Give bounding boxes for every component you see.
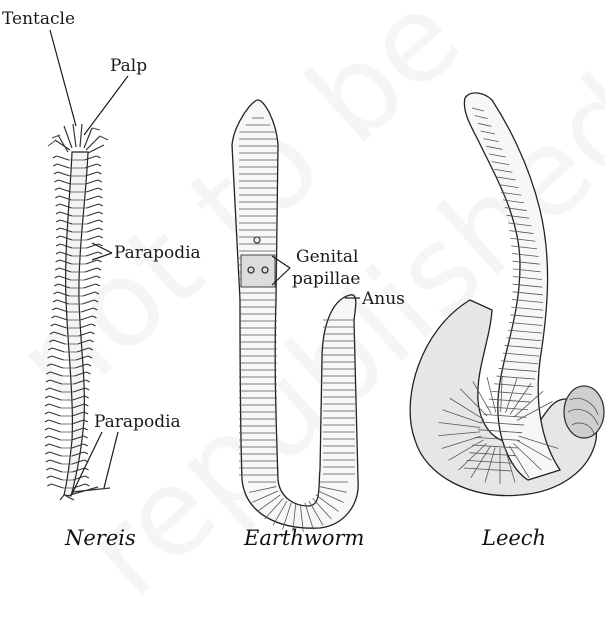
label-anus: Anus bbox=[362, 290, 405, 309]
label-parapodia-lower: Parapodia bbox=[94, 413, 181, 432]
parapodia-lower-leader-2 bbox=[104, 432, 118, 488]
nereis-illustration bbox=[45, 124, 110, 500]
tentacle-leader bbox=[50, 30, 76, 126]
label-genital: Genital bbox=[296, 248, 358, 267]
palp-leader bbox=[84, 76, 128, 135]
caption-earthworm: Earthworm bbox=[244, 526, 364, 550]
caption-nereis: Nereis bbox=[65, 526, 136, 550]
earthworm-illustration bbox=[232, 100, 358, 532]
figure-canvas: not to be republished bbox=[0, 0, 605, 554]
caption-leech: Leech bbox=[482, 526, 546, 550]
parapodia-upper-leader-1 bbox=[92, 243, 112, 253]
label-palp: Palp bbox=[110, 57, 147, 76]
label-tentacle: Tentacle bbox=[2, 10, 75, 29]
label-parapodia-upper: Parapodia bbox=[114, 244, 201, 263]
label-papillae: papillae bbox=[292, 270, 360, 289]
leech-illustration bbox=[410, 93, 604, 496]
